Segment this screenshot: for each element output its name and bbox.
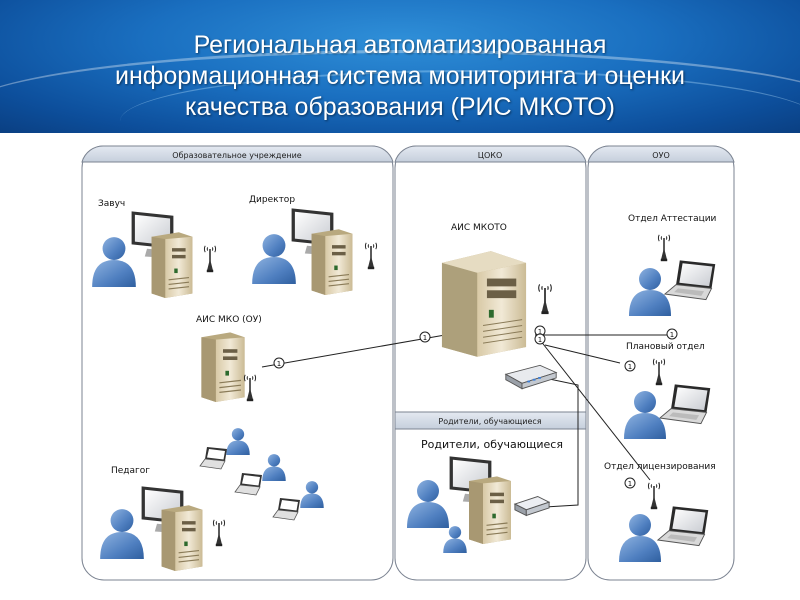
svg-text:1: 1 bbox=[670, 331, 674, 339]
svg-text:1: 1 bbox=[423, 334, 427, 342]
tower-computer-icon bbox=[161, 504, 203, 571]
panel-parents: Родители, обучающиеся bbox=[394, 411, 587, 430]
label-licensing: Отдел лицензирования bbox=[604, 462, 716, 472]
panel-parents-title: Родители, обучающиеся bbox=[438, 417, 541, 426]
tower-computer-icon bbox=[311, 228, 353, 295]
workstation-planning: Плановый отдел bbox=[624, 342, 711, 439]
server-ais-mkoto: АИС МКОТО bbox=[441, 223, 557, 390]
label-planning: Плановый отдел bbox=[626, 342, 705, 352]
server-icon bbox=[200, 331, 246, 402]
panel-tsoko-title: ЦОКО bbox=[478, 151, 502, 160]
tower-computer-icon bbox=[468, 475, 512, 544]
title-line: качества образования (РИС МКОТО) bbox=[184, 93, 615, 121]
label-pedagog: Педагог bbox=[111, 466, 150, 476]
workstation-licensing: Отдел лицензирования bbox=[604, 462, 716, 562]
svg-text:1: 1 bbox=[538, 328, 542, 336]
label-zavuch: Завуч bbox=[98, 199, 125, 209]
connection-markers: 1 1 1 1 1 1 1 bbox=[273, 325, 678, 489]
panel-tsoko: ЦОКО bbox=[394, 145, 587, 581]
banner-decoration bbox=[120, 70, 800, 133]
workstation-parents: Родители, обучающиеся bbox=[407, 438, 563, 553]
title-line: информационная система мониторинга и оце… bbox=[115, 62, 685, 90]
workstation-director: Директор bbox=[249, 195, 378, 295]
workstation-pedagog: Педагог bbox=[100, 466, 226, 571]
tower-computer-icon bbox=[151, 231, 193, 298]
label-attestation: Отдел Аттестации bbox=[628, 214, 717, 224]
title-line: Региональная автоматизированная bbox=[193, 31, 607, 59]
label-ais-mko: АИС МКО (ОУ) bbox=[196, 315, 262, 325]
panel-ouo: ОУО bbox=[587, 145, 735, 581]
banner-decoration bbox=[0, 50, 800, 133]
page-title: Региональная автоматизированная информац… bbox=[40, 30, 760, 123]
server-ais-mko: АИС МКО (ОУ) bbox=[196, 315, 262, 403]
panel-ouo-title: ОУО bbox=[652, 151, 669, 160]
panel-school-title: Образовательное учреждение bbox=[172, 151, 302, 160]
title-banner: Региональная автоматизированная информац… bbox=[0, 0, 800, 133]
svg-text:1: 1 bbox=[628, 480, 632, 488]
label-director: Директор bbox=[249, 195, 295, 205]
connection-lines bbox=[261, 334, 670, 508]
svg-text:1: 1 bbox=[277, 360, 281, 368]
main-server-icon bbox=[441, 250, 527, 358]
label-parents: Родители, обучающиеся bbox=[421, 438, 563, 451]
svg-text:1: 1 bbox=[628, 363, 632, 371]
label-ais-mkoto: АИС МКОТО bbox=[451, 223, 507, 233]
workstation-attestation: Отдел Аттестации bbox=[628, 214, 717, 316]
svg-text:1: 1 bbox=[538, 336, 542, 344]
workstation-zavuch: Завуч bbox=[92, 199, 217, 298]
